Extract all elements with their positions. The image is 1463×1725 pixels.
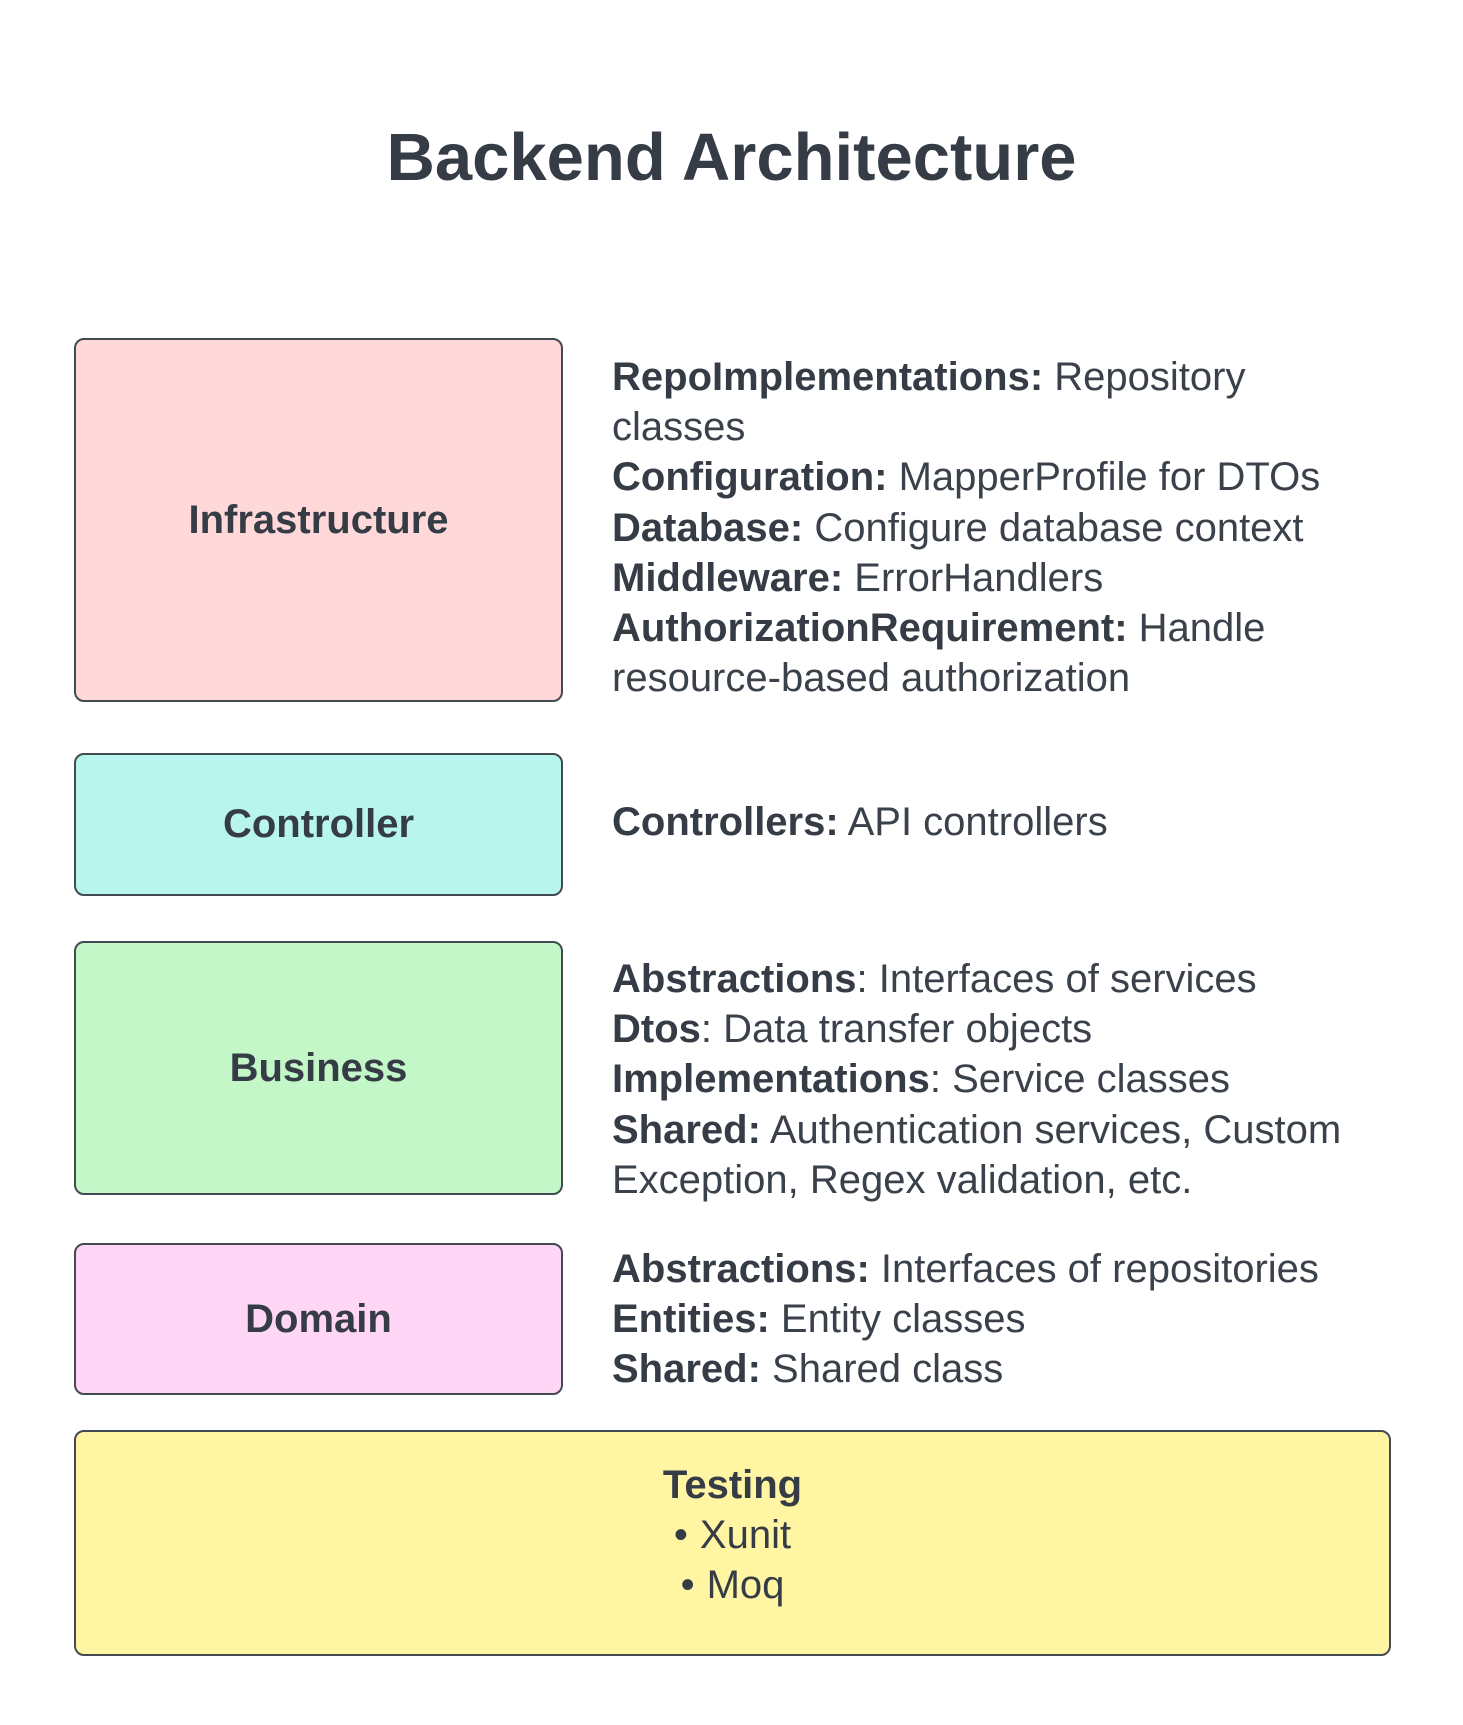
layer-label-controller: Controller xyxy=(222,802,415,846)
desc-item: Shared: Shared class xyxy=(612,1347,1004,1392)
testing-layer-box: Testing •Xunit •Moq xyxy=(74,1430,1391,1656)
desc-item: Implementations: Service classes xyxy=(612,1057,1230,1102)
desc-item: RepoImplementations: Repository classes xyxy=(612,355,1246,450)
controller-layer-box: Controller xyxy=(74,753,563,896)
desc-item: Configuration: MapperProfile for DTOs xyxy=(612,455,1321,500)
infrastructure-description: RepoImplementations: Repository classes … xyxy=(612,352,1412,703)
controller-description: Controllers: API controllers xyxy=(612,797,1412,847)
business-layer-box: Business xyxy=(74,941,563,1195)
business-description: Abstractions: Interfaces of services Dto… xyxy=(612,954,1412,1205)
infrastructure-layer-box: Infrastructure xyxy=(74,338,563,702)
desc-item: Middleware: ErrorHandlers xyxy=(612,555,1104,600)
desc-item: Abstractions: Interfaces of repositories xyxy=(612,1247,1319,1291)
desc-item: AuthorizationRequirement: Handle resourc… xyxy=(612,606,1266,701)
desc-item: Entities: Entity classes xyxy=(612,1297,1026,1342)
layer-label-business: Business xyxy=(229,1045,408,1090)
diagram-title: Backend Architecture xyxy=(386,120,1077,195)
desc-item: Dtos: Data transfer objects xyxy=(612,1007,1093,1052)
desc-item: Controllers: API controllers xyxy=(612,800,1108,844)
testing-item-xunit: •Xunit xyxy=(673,1513,792,1558)
desc-item: Abstractions: Interfaces of services xyxy=(612,957,1257,1001)
layer-label-domain: Domain xyxy=(245,1296,392,1341)
desc-item: Shared: Authentication services, Custom … xyxy=(612,1107,1342,1202)
layer-label-infrastructure: Infrastructure xyxy=(188,497,449,542)
testing-item-moq: •Moq xyxy=(680,1563,785,1608)
desc-item: Database: Configure database context xyxy=(612,505,1304,550)
domain-layer-box: Domain xyxy=(74,1243,563,1395)
testing-title: Testing xyxy=(662,1463,803,1507)
testing-content: Testing •Xunit •Moq xyxy=(76,1460,1389,1611)
domain-description: Abstractions: Interfaces of repositories… xyxy=(612,1244,1412,1395)
